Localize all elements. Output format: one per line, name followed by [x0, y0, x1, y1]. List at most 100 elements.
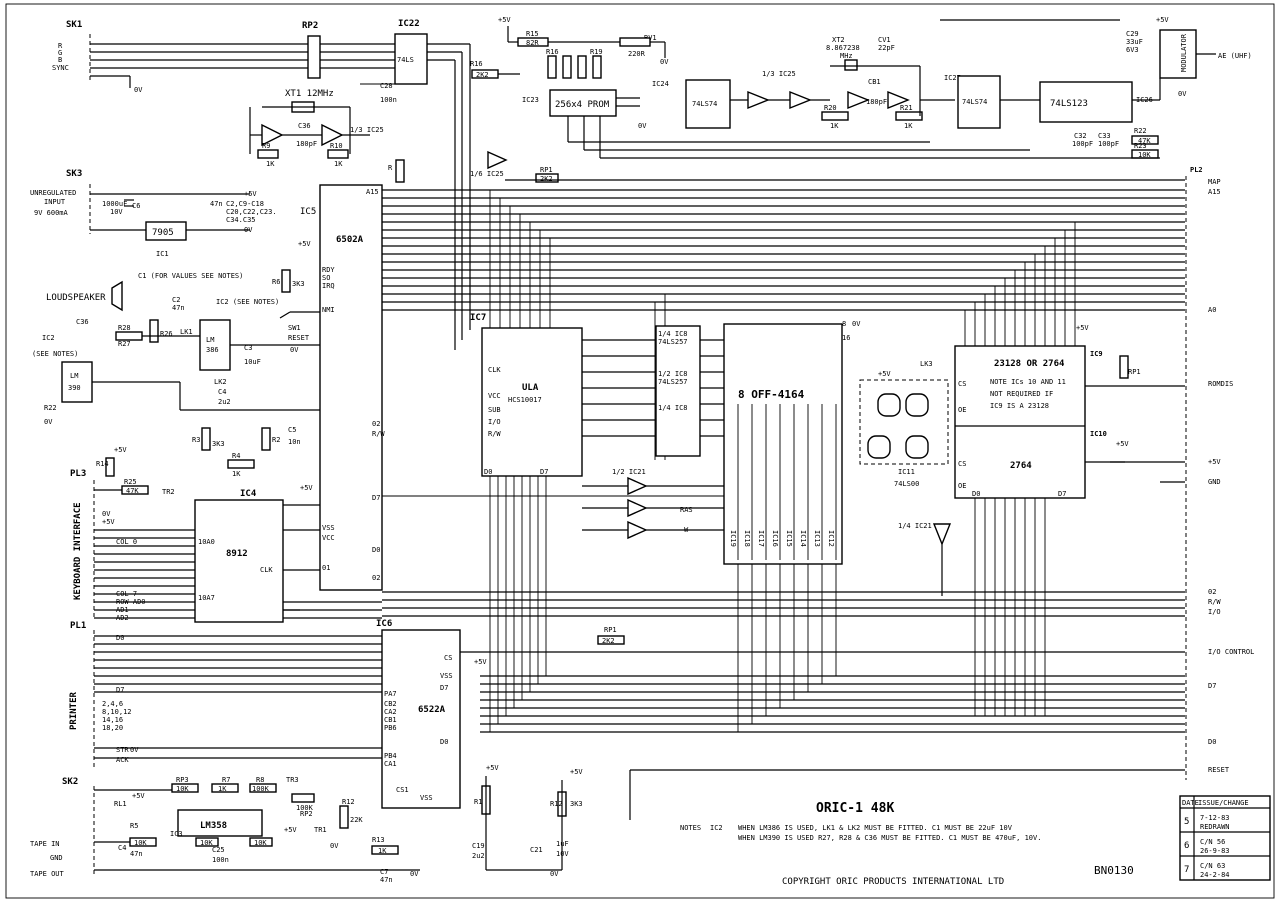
svg-text:R13: R13 — [372, 836, 385, 844]
svg-text:47n: 47n — [172, 304, 185, 312]
revision-table: DATE ISSUE/CHANGE 5 7-12-83 REDRAWN 6 C/… — [1179, 795, 1271, 881]
rev-change-6a: C/N 56 — [1200, 838, 1225, 846]
ic23-ref: IC23 — [522, 96, 539, 104]
ic22-part: 74LS — [397, 56, 414, 64]
svg-text:MHz: MHz — [840, 52, 853, 60]
svg-text:TR3: TR3 — [286, 776, 299, 784]
svg-text:C36: C36 — [298, 122, 311, 130]
svg-text:CA2: CA2 — [384, 708, 397, 716]
svg-text:47K: 47K — [1138, 137, 1151, 145]
svg-text:R16: R16 — [470, 60, 483, 68]
via-part: 6522A — [418, 705, 446, 715]
via-6522: IC6 6522A PA7 CB2 CA2 CB1 PB6 PB4 CA1 CS… — [376, 619, 487, 809]
rev-issue-7: 7 — [1184, 865, 1189, 875]
svg-text:+5V: +5V — [132, 792, 145, 800]
cpu-ref: 6502A — [336, 235, 364, 245]
svg-text:8,10,12: 8,10,12 — [102, 708, 132, 716]
svg-text:RP3: RP3 — [176, 776, 189, 784]
svg-text:C29: C29 — [1126, 30, 1139, 38]
svg-text:R20: R20 — [824, 104, 837, 112]
ram-label: 8 OFF-4164 — [738, 388, 805, 401]
svg-text:D7: D7 — [116, 686, 124, 694]
svg-text:C25: C25 — [212, 846, 225, 854]
svg-text:C6: C6 — [132, 202, 140, 210]
svg-text:0V: 0V — [102, 510, 111, 518]
svg-text:VCC: VCC — [322, 534, 335, 542]
svg-text:1K: 1K — [378, 847, 387, 855]
r-a15-pullup — [395, 159, 405, 183]
cpu-irq: IRQ — [322, 282, 335, 290]
svg-text:CLK: CLK — [488, 366, 501, 374]
svg-text:0V: 0V — [410, 870, 419, 878]
svg-text:CS1: CS1 — [396, 786, 409, 794]
pl2-d7: D7 — [1208, 682, 1216, 690]
svg-text:D0: D0 — [440, 738, 448, 746]
svg-text:D7: D7 — [372, 494, 380, 502]
svg-text:LK1: LK1 — [180, 328, 193, 336]
svg-text:8: 8 — [842, 320, 846, 328]
svg-text:10K: 10K — [200, 839, 213, 847]
svg-text:(SEE NOTES): (SEE NOTES) — [32, 350, 78, 358]
svg-text:0V: 0V — [130, 746, 139, 754]
c1-note: C1 (FOR VALUES SEE NOTES) — [138, 272, 243, 280]
svg-text:100K: 100K — [252, 785, 270, 793]
svg-text:R/W: R/W — [372, 430, 385, 438]
svg-text:47n: 47n — [130, 850, 143, 858]
svg-text:1K: 1K — [830, 122, 839, 130]
cpu-nmi: NMI — [322, 306, 335, 314]
svg-text:COL 0: COL 0 — [116, 538, 137, 546]
svg-text:D0: D0 — [372, 546, 380, 554]
svg-text:01: 01 — [322, 564, 330, 572]
svg-text:OE: OE — [958, 406, 966, 414]
svg-text:STR: STR — [116, 746, 129, 754]
svg-text:RAS: RAS — [680, 506, 693, 514]
rev-header-date: DATE — [1182, 799, 1199, 807]
svg-text:CV1: CV1 — [878, 36, 891, 44]
ic26-part: 74LS123 — [1050, 99, 1088, 109]
svg-text:+5V: +5V — [300, 484, 313, 492]
svg-text:D7: D7 — [540, 468, 548, 476]
svg-text:R27: R27 — [118, 340, 131, 348]
ic25-label: 1/3 IC25 — [762, 70, 796, 78]
sk3-label: SK3 — [66, 169, 82, 179]
svg-text:R12: R12 — [342, 798, 355, 806]
copyright: COPYRIGHT ORIC PRODUCTS INTERNATIONAL LT… — [782, 877, 1004, 887]
svg-text:R16: R16 — [546, 48, 559, 56]
svg-text:IC2 (SEE NOTES): IC2 (SEE NOTES) — [216, 298, 279, 306]
svg-text:+5V: +5V — [1156, 16, 1169, 24]
sk1-pin-g: G — [58, 49, 62, 57]
pl2-a15: A15 — [1208, 188, 1221, 196]
svg-text:47K: 47K — [126, 487, 139, 495]
ram-ic16: IC16 — [771, 530, 779, 547]
svg-text:2K2: 2K2 — [540, 175, 553, 183]
sk2-tape: SK2 TAPE IN GND TAPE OUT +5V RL1 RP3 10K… — [30, 776, 420, 884]
ula-chip: IC7 ULA HCS10017 CLK VCC SUB I/O R/W D0 … — [470, 313, 655, 477]
svg-text:6V3: 6V3 — [1126, 46, 1139, 54]
cpu-6502: 6502A A15 RDY SO IRQ NMI 02 R/W D7 D0 02… — [272, 184, 385, 591]
svg-text:D0: D0 — [484, 468, 492, 476]
ic21-buffers: 1/2 IC21 RAS W — [582, 468, 724, 540]
svg-text:R3: R3 — [192, 436, 200, 444]
ay8912-part: 8912 — [226, 549, 248, 559]
svg-text:RP1: RP1 — [1128, 368, 1141, 376]
lower-misc: +5V R1 C19 2u2 +5V R12 3K3 C21 1uF 10V 0… — [472, 764, 583, 878]
note-line-2: WHEN LM390 IS USED R27, R28 & C36 MUST B… — [738, 834, 1041, 842]
sk3-line3: 9V 600mA — [34, 209, 69, 217]
svg-text:VSS: VSS — [440, 672, 453, 680]
pl2-map: MAP — [1208, 178, 1221, 186]
ic9-ref: IC9 — [1090, 350, 1103, 358]
rev-change-5b: REDRAWN — [1200, 823, 1230, 831]
svg-text:CS: CS — [444, 654, 452, 662]
svg-text:0V: 0V — [134, 86, 143, 94]
svg-text:LK3: LK3 — [920, 360, 933, 368]
svg-text:0V: 0V — [1178, 90, 1187, 98]
pl3-label: PL3 — [70, 469, 86, 479]
ic8-label-a: 1/4 IC8 — [658, 330, 688, 338]
ic9-note1: NOTE ICs 10 AND 11 — [990, 378, 1066, 386]
ic5-label: IC5 — [300, 207, 316, 217]
svg-text:C21: C21 — [530, 846, 543, 854]
svg-text:1000uF: 1000uF — [102, 200, 127, 208]
lm386-ref: LM — [206, 336, 214, 344]
audio-amp: LOUDSPEAKER C1 (FOR VALUES SEE NOTES) C2… — [32, 272, 320, 478]
